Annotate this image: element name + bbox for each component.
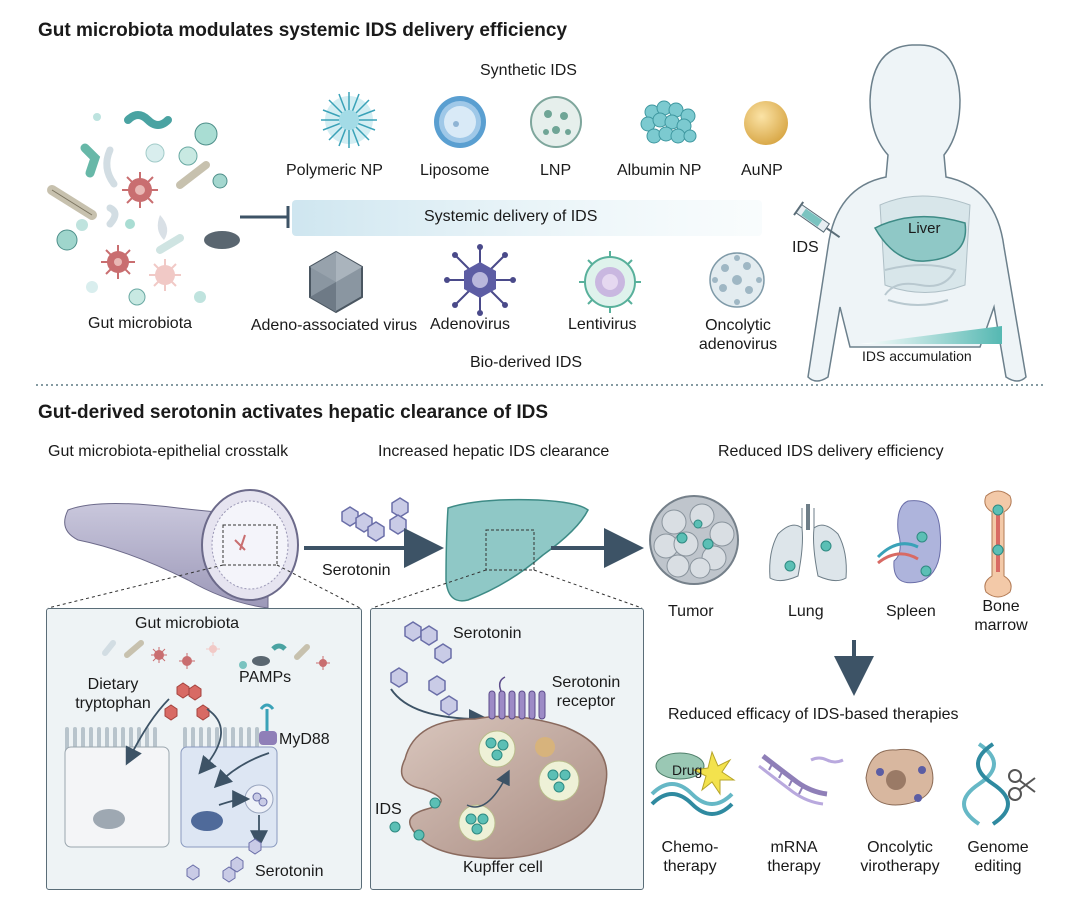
synthetic-ids-header: Synthetic IDS: [480, 62, 577, 79]
inhibition-arrow: [240, 206, 290, 228]
gut-microbiota-label: Gut microbiota: [88, 315, 193, 332]
bio-item-aav: Adeno-associated virus: [250, 317, 418, 334]
lentivirus-icon: [579, 251, 641, 313]
bio-item-lentivirus: Lentivirus: [568, 316, 637, 333]
synthetic-item-liposome: Liposome: [420, 162, 490, 179]
oncolytic-virotherapy-icon: [865, 748, 934, 806]
liposome-icon: [434, 96, 486, 148]
synthetic-item-aunp: AuNP: [741, 162, 783, 179]
gut-epithelium-illustration: [64, 640, 330, 883]
liver-illustration: [445, 498, 589, 602]
adenovirus-icon: [444, 244, 516, 316]
delivery-band: [292, 200, 762, 236]
bio-item-oncolytic-adenovirus: Oncolytic adenovirus: [698, 317, 778, 353]
therapy-mrna: mRNA therapy: [767, 839, 821, 875]
oncolytic-adenovirus-icon: [709, 252, 765, 308]
aav-icon: [309, 250, 363, 314]
dietary-tryptophan-label: Dietary tryptophan: [75, 676, 151, 712]
efficacy-label: Reduced efficacy of IDS-based therapies: [668, 706, 959, 723]
polymeric-np-icon: [321, 92, 377, 148]
aunp-icon: [744, 101, 788, 145]
step1-label: Gut microbiota-epithelial crosstalk: [48, 443, 289, 460]
mid-ids-label: IDS: [375, 801, 402, 818]
bio-item-adenovirus: Adenovirus: [430, 316, 511, 333]
bio-derived-ids-header: Bio-derived IDS: [470, 354, 583, 371]
serotonin-receptor-label: Serotonin receptor: [551, 674, 621, 710]
accumulation-wedge: [860, 326, 1002, 344]
synthetic-item-polymeric-np: Polymeric NP: [286, 162, 383, 179]
lnp-icon: [530, 96, 582, 148]
human-body-illustration: [807, 44, 1027, 382]
synthetic-item-lnp: LNP: [540, 162, 572, 179]
ids-accumulation-label: IDS accumulation: [862, 348, 972, 364]
step2-label: Increased hepatic IDS clearance: [378, 443, 610, 460]
serotonin-arrow-label: Serotonin: [322, 562, 391, 579]
intestine-illustration: [64, 489, 299, 609]
mrna-therapy-icon: [758, 754, 844, 806]
organ-bone-marrow: Bone marrow: [974, 598, 1028, 634]
left-panel-title: Gut microbiota: [135, 615, 240, 632]
synthetic-item-albumin-np: Albumin NP: [617, 162, 702, 179]
bone-marrow-icon: [984, 490, 1012, 598]
mid-serotonin-label: Serotonin: [453, 625, 522, 642]
lung-icon: [769, 504, 847, 582]
spleen-icon: [876, 500, 942, 584]
gut-epithelium-panel: Gut microbiota Dietary tryptophan PAMPs …: [46, 608, 362, 890]
genome-editing-icon: [962, 742, 1036, 826]
therapy-oncolytic: Oncolytic virotherapy: [860, 839, 940, 875]
drug-label: Drug: [672, 762, 703, 778]
organ-tumor: Tumor: [668, 603, 714, 620]
syringe-icon: [793, 201, 841, 239]
kupffer-illustration: [389, 621, 608, 860]
pamps-label: PAMPs: [239, 669, 292, 686]
step3-label: Reduced IDS delivery efficiency: [718, 443, 944, 460]
liver-label: Liver: [908, 220, 941, 237]
therapy-chemo: Chemo-therapy: [661, 839, 719, 875]
tumor-icon: [649, 495, 739, 585]
therapy-genome-editing: Genome editing: [967, 839, 1029, 875]
albumin-np-icon: [640, 100, 697, 144]
left-serotonin-label: Serotonin: [255, 863, 324, 880]
section2-title: Gut-derived serotonin activates hepatic …: [38, 402, 548, 423]
kupffer-cell-label: Kupffer cell: [463, 859, 543, 876]
gut-microbiota-cluster: [47, 111, 240, 306]
serotonin-molecules-top: [341, 497, 409, 542]
organ-lung: Lung: [788, 603, 824, 620]
myd88-label: MyD88: [279, 731, 330, 748]
chemotherapy-icon: [650, 750, 736, 816]
kupffer-panel: Serotonin Serotonin receptor IDS Kupffer…: [370, 608, 644, 890]
ids-injection-label: IDS: [792, 239, 819, 256]
systemic-delivery-label: Systemic delivery of IDS: [424, 208, 598, 225]
section1-title: Gut microbiota modulates systemic IDS de…: [38, 20, 568, 41]
organ-spleen: Spleen: [886, 603, 936, 620]
